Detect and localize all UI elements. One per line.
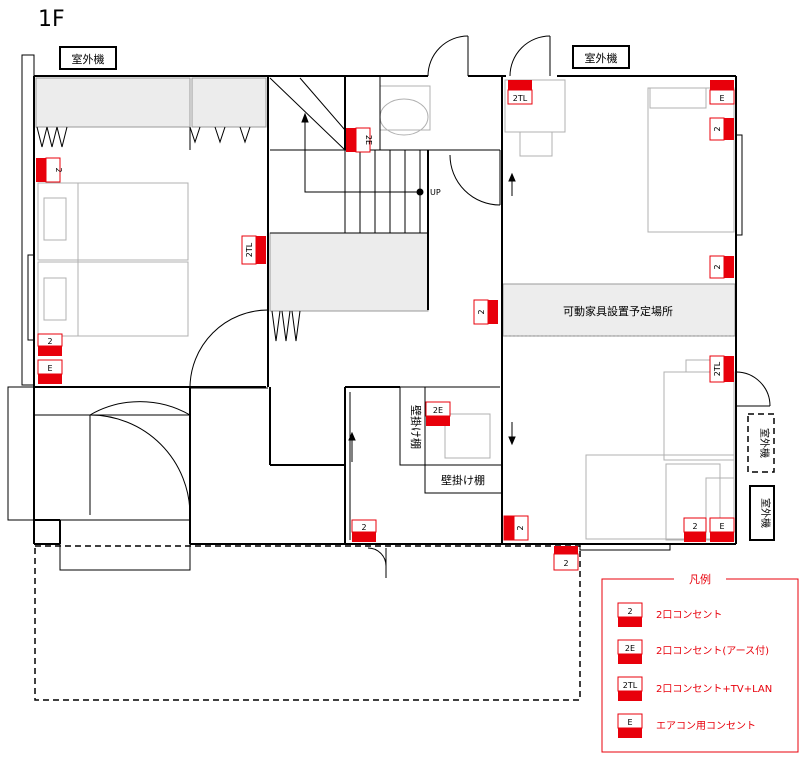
svg-text:2TL: 2TL [245,242,254,257]
svg-text:2TL: 2TL [513,94,528,103]
legend-item-e: E エアコン用コンセント [617,713,756,738]
outlet-2-hall-left: 2 [473,299,498,325]
svg-text:2: 2 [54,167,63,172]
svg-text:室外機: 室外機 [759,498,772,528]
svg-text:2: 2 [477,309,486,314]
outlet-2tl-bedroom: 2TL [241,235,266,265]
arrows [348,172,516,462]
svg-text:2: 2 [692,522,697,531]
outlet-2-bottom-ldk: 2 [503,515,529,541]
svg-text:室外機: 室外機 [758,428,771,458]
svg-text:2: 2 [627,607,632,616]
svg-text:壁掛け棚: 壁掛け棚 [409,405,423,449]
svg-text:2: 2 [47,337,52,346]
wall-shelf-horizontal: 壁掛け棚 [441,473,485,487]
outdoor-unit-top-right: 室外機 [572,45,630,69]
outdoor-unit-top-left: 室外機 [59,46,117,70]
svg-text:エアコン用コンセント: エアコン用コンセント [656,720,756,732]
outlet-2-outside: 2 [553,546,579,571]
svg-text:E: E [719,94,724,103]
beds [37,182,189,337]
svg-text:2: 2 [713,264,722,269]
svg-text:2TL: 2TL [623,681,638,690]
legend-item-2e: 2E 2口コンセント(アース付) [617,639,769,664]
svg-text:2口コンセント+TV+LAN: 2口コンセント+TV+LAN [656,683,772,695]
outlet-2tl-top: 2TL [507,80,533,105]
outdoor-unit-right-1: 室外機 [758,428,771,458]
svg-text:2TL: 2TL [713,361,722,376]
outlet-e-bedroom-bottom: E [37,359,63,384]
legend: 凡例 2 2口コンセント 2E 2口コンセント(アース付) 2TL 2口コンセン… [601,572,799,753]
outlet-2-right-1: 2 [709,117,734,141]
up-label: UP [430,188,441,197]
outlet-2tl-right: 2TL [709,355,734,383]
svg-text:2: 2 [361,523,366,532]
svg-text:E: E [719,522,724,531]
outlet-2e-wash: 2E [425,401,451,426]
outlet-2-right-2: 2 [709,255,734,279]
svg-text:室外機: 室外機 [72,52,105,66]
svg-text:E: E [47,364,52,373]
svg-text:2E: 2E [625,644,635,653]
svg-text:2E: 2E [433,406,443,415]
svg-text:2: 2 [713,126,722,131]
outlet-e-bottom-right: E [709,517,735,542]
legend-item-2: 2 2口コンセント [617,602,722,627]
outdoor-unit-right-2: 室外機 [749,485,775,541]
outlet-2-bedroom-bottom: 2 [37,333,63,356]
outlet-e-top-right: E [709,80,735,105]
svg-text:2E: 2E [364,135,373,145]
legend-title: 凡例 [689,572,711,586]
floor-title: 1F [38,7,65,32]
outlet-2e-toilet: 2E [346,127,373,153]
outlets: 2TL E 2 2 2TL 2 E [36,80,735,571]
svg-text:2: 2 [516,525,525,530]
outlet-2-entrance: 2 [351,519,377,542]
svg-text:室外機: 室外機 [585,51,618,65]
outlet-2-bedroom-left: 2 [36,157,63,183]
staircase [269,77,500,234]
legend-item-2tl: 2TL 2口コンセント+TV+LAN [617,676,772,701]
furniture-area-label: 可動家具設置予定場所 [563,304,673,318]
dashed-outlines [34,413,775,701]
svg-text:2口コンセント: 2口コンセント [656,609,722,621]
doors [36,35,771,578]
svg-text:2口コンセント(アース付): 2口コンセント(アース付) [656,644,769,657]
svg-text:2: 2 [563,559,568,568]
outlet-2-bottom-right: 2 [683,517,707,542]
wall-shelf-vertical: 壁掛け棚 [409,405,423,449]
svg-text:E: E [627,718,632,727]
partitions [7,54,743,571]
